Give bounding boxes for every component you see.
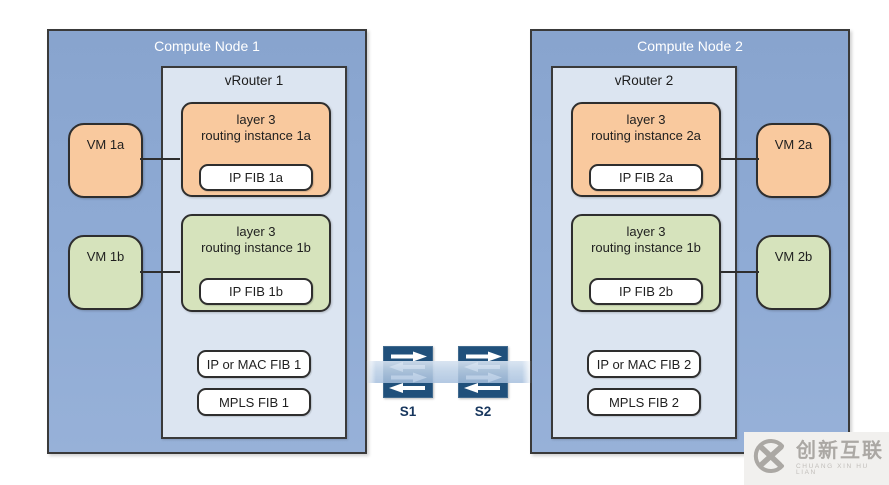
ip-or-mac-fib-1: IP or MAC FIB 1: [197, 350, 311, 378]
watermark-text: 创新互联 CHUANG XIN HU LIAN: [796, 441, 889, 477]
vm-1a-link: [140, 158, 180, 160]
routing-instance-1b-line1: layer 3: [236, 224, 276, 239]
ip-fib-1b: IP FIB 1b: [199, 278, 313, 305]
compute-node-2-title: Compute Node 2: [637, 38, 743, 54]
routing-instance-1b-node2: layer 3 routing instance 1b IP FIB 2b: [571, 214, 721, 312]
watermark: 创新互联 CHUANG XIN HU LIAN: [744, 432, 889, 485]
vrouter-1: vRouter 1 layer 3 routing instance 1a IP…: [161, 66, 347, 439]
inter-node-link-band: [366, 361, 532, 383]
routing-instance-1b-node2-line1: layer 3: [626, 224, 666, 239]
vm-2b-link: [719, 271, 759, 273]
routing-instance-1a: layer 3 routing instance 1a IP FIB 1a: [181, 102, 331, 197]
mpls-fib-2: MPLS FIB 2: [587, 388, 701, 416]
switch-s1-label: S1: [399, 404, 417, 419]
switch-s2-label: S2: [474, 404, 492, 419]
vm-1b-link: [140, 271, 180, 273]
routing-instance-1b-line2: routing instance 1b: [201, 240, 311, 255]
vm-2b: VM 2b: [756, 235, 831, 310]
routing-instance-1a-line1: layer 3: [236, 112, 276, 127]
routing-instance-2a: layer 3 routing instance 2a IP FIB 2a: [571, 102, 721, 197]
vm-2a-link: [719, 158, 759, 160]
vrouter-2: vRouter 2 layer 3 routing instance 2a IP…: [551, 66, 737, 439]
compute-node-2: Compute Node 2 vRouter 2 layer 3 routing…: [530, 29, 850, 454]
vrouter-1-title: vRouter 1: [224, 73, 284, 88]
watermark-brand: 创新互联: [796, 439, 884, 462]
compute-node-1: Compute Node 1 vRouter 1 layer 3 routing…: [47, 29, 367, 454]
compute-node-1-title: Compute Node 1: [154, 38, 260, 54]
ip-or-mac-fib-2: IP or MAC FIB 2: [587, 350, 701, 378]
vm-2a: VM 2a: [756, 123, 831, 198]
vm-1a: VM 1a: [68, 123, 143, 198]
mpls-fib-1: MPLS FIB 1: [197, 388, 311, 416]
vm-1b: VM 1b: [68, 235, 143, 310]
brand-logo-icon: [753, 438, 789, 479]
ip-fib-2b: IP FIB 2b: [589, 278, 703, 305]
ip-fib-2a: IP FIB 2a: [589, 164, 703, 191]
ip-fib-1a: IP FIB 1a: [199, 164, 313, 191]
watermark-subtext: CHUANG XIN HU LIAN: [796, 462, 869, 476]
routing-instance-2a-line1: layer 3: [626, 112, 666, 127]
routing-instance-2a-line2: routing instance 2a: [591, 128, 701, 143]
routing-instance-1b-node2-line2: routing instance 1b: [591, 240, 701, 255]
vrouter-2-title: vRouter 2: [614, 73, 674, 88]
routing-instance-1a-line2: routing instance 1a: [201, 128, 311, 143]
routing-instance-1b: layer 3 routing instance 1b IP FIB 1b: [181, 214, 331, 312]
